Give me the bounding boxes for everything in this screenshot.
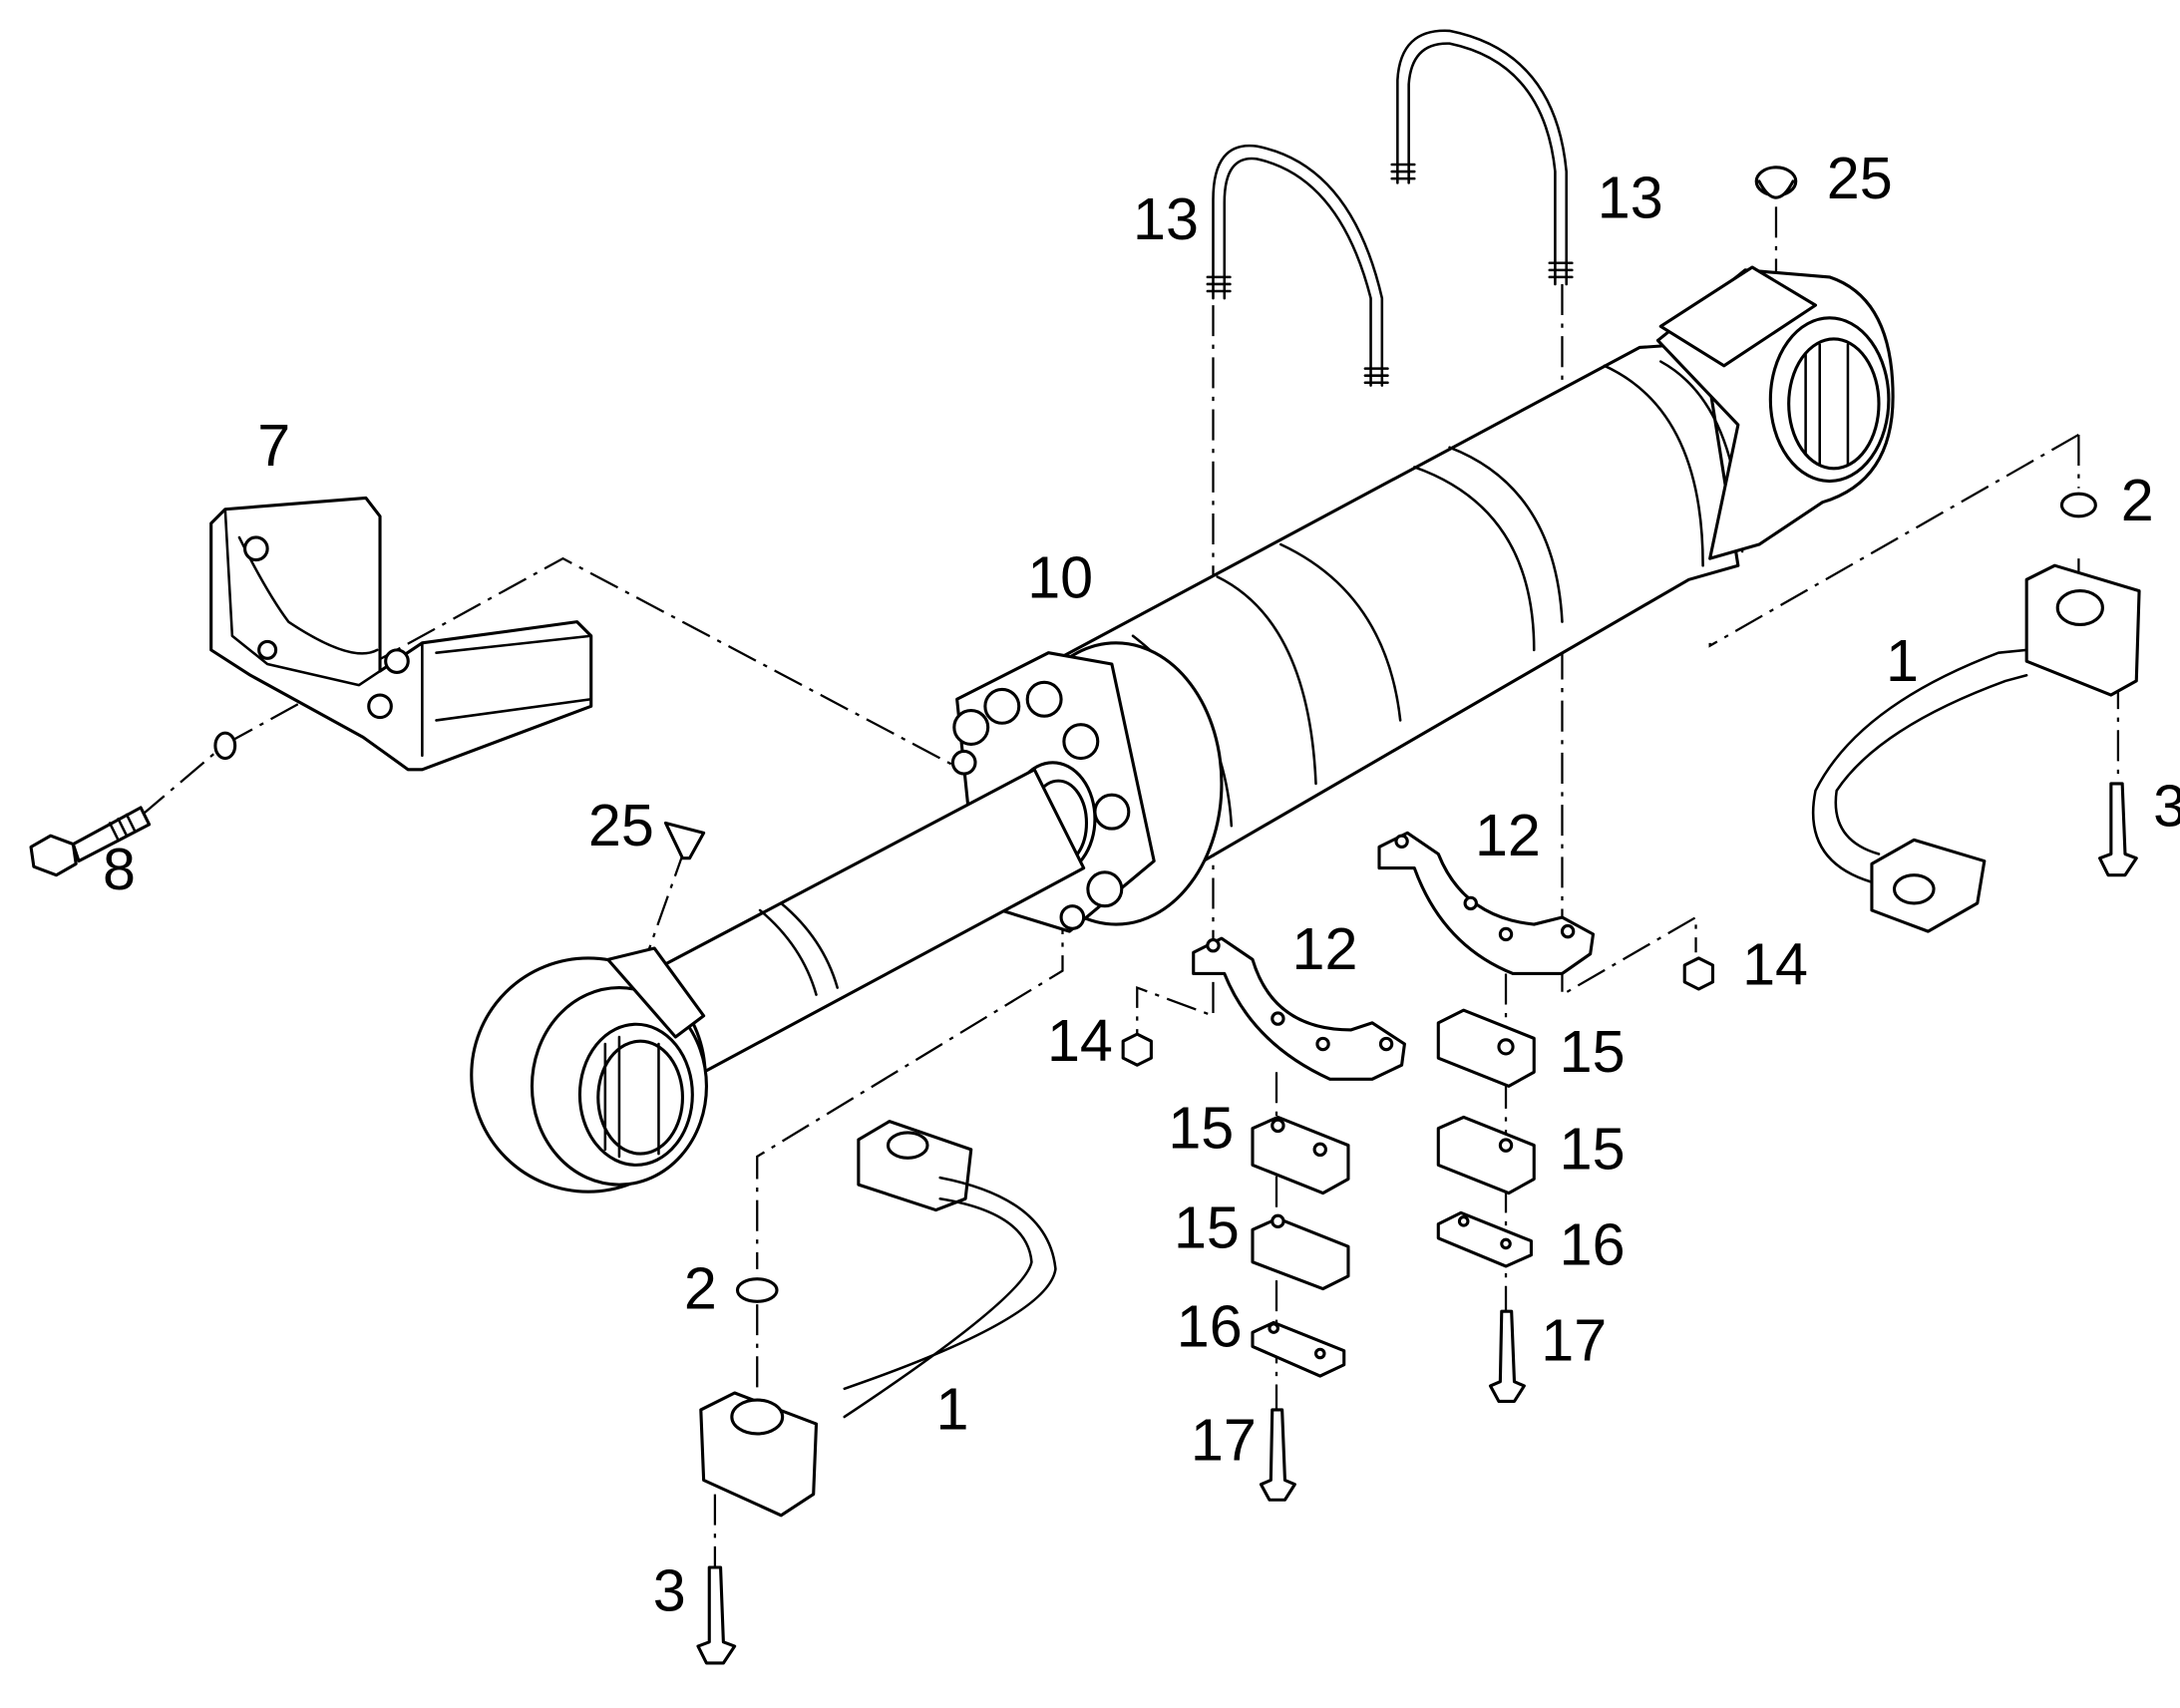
washer [735, 1277, 779, 1303]
bolt-17-right [1488, 1309, 1526, 1404]
bolt-8 [29, 731, 237, 877]
label-3-left: 3 [653, 1557, 686, 1624]
label-16-right: 16 [1560, 1211, 1626, 1278]
pipe-assembly-left [696, 1120, 1057, 1665]
u-bolt-left [1206, 144, 1389, 387]
label-2-right: 2 [2121, 467, 2154, 533]
label-16-left: 16 [1177, 1292, 1243, 1359]
washer [213, 731, 237, 761]
clamp-block-15-b [1436, 1115, 1536, 1196]
label-17-right: 17 [1541, 1307, 1607, 1374]
label-15-a: 15 [1560, 1018, 1626, 1085]
label-14-left: 14 [1047, 1007, 1113, 1074]
label-15-b: 15 [1560, 1116, 1626, 1183]
label-1-right: 1 [1886, 627, 1919, 694]
label-14-right: 14 [1742, 931, 1808, 998]
label-13-left: 13 [1133, 185, 1199, 252]
clamp-12-left [1192, 936, 1406, 1081]
label-3-right: 3 [2153, 772, 2180, 839]
bolt-17-left [1259, 1408, 1296, 1502]
label-15-c: 15 [1168, 1094, 1234, 1161]
hydraulic-cylinder [470, 265, 1895, 1194]
item-labels: 1 1 2 2 3 3 7 8 10 12 12 13 13 14 14 15 … [103, 145, 2180, 1624]
mounting-bracket [209, 496, 593, 772]
label-7: 7 [257, 412, 290, 479]
washer [2059, 492, 2097, 518]
grease-nipple-left [663, 821, 706, 860]
plate-16-right [1436, 1210, 1533, 1268]
grease-nipple-top [1754, 166, 1798, 199]
clamp-block-15-d [1251, 1213, 1350, 1291]
nut-14-right [1682, 956, 1715, 991]
label-1-left: 1 [935, 1376, 968, 1443]
label-15-d: 15 [1174, 1195, 1240, 1261]
label-25-left: 25 [588, 792, 654, 858]
clamp-block-15-a [1436, 1008, 1536, 1088]
clamp-12-right [1377, 831, 1596, 976]
clamp-block-15-c [1251, 1115, 1350, 1196]
label-13-right: 13 [1598, 165, 1663, 231]
flange-bolts [950, 680, 1131, 930]
label-12-left: 12 [1292, 915, 1358, 982]
label-17-left: 17 [1191, 1407, 1257, 1474]
label-12-right: 12 [1475, 802, 1541, 868]
label-8: 8 [103, 836, 136, 902]
pipe-assembly-right [1811, 492, 2141, 933]
nut-14-left [1121, 1032, 1153, 1067]
label-2-left: 2 [684, 1254, 717, 1321]
plate-16-left [1251, 1320, 1346, 1378]
label-25-top: 25 [1827, 145, 1893, 211]
u-bolt-right [1390, 29, 1574, 286]
label-10: 10 [1027, 544, 1093, 611]
